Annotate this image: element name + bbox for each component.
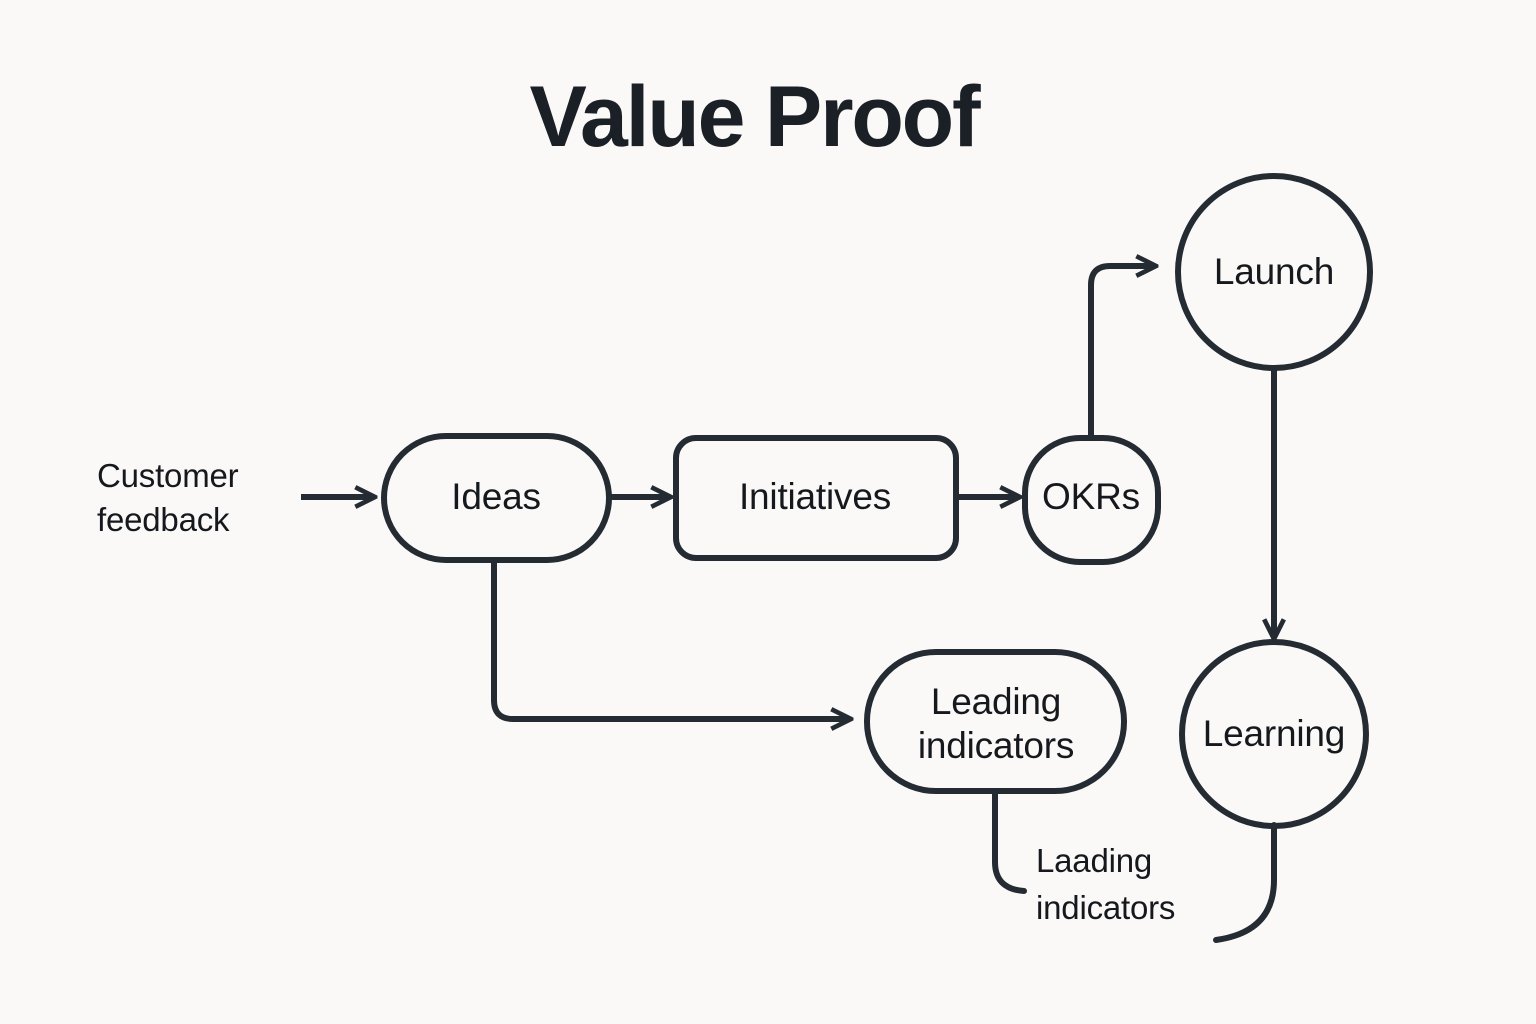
label-customer-feedback-line1: Customer — [97, 457, 239, 494]
label-lagging-indicators-line1: Laading — [1036, 842, 1152, 879]
node-label-learning: Learning — [1203, 713, 1345, 754]
node-learning[interactable] — [1179, 639, 1369, 829]
node-okrs[interactable] — [1022, 435, 1161, 565]
edge-okrs-to-launch — [1088, 266, 1155, 437]
node-initiatives[interactable] — [673, 435, 959, 561]
node-label-initiatives: Initiatives — [739, 476, 891, 517]
page-title: Value Proof — [530, 69, 981, 165]
node-label-leading-indicators-line1: Leading — [931, 681, 1061, 722]
node-ideas[interactable] — [381, 433, 612, 563]
node-label-ideas: Ideas — [451, 476, 541, 517]
label-customer-feedback-line2: feedback — [97, 501, 230, 538]
label-lagging-indicators-line2: indicators — [1036, 889, 1175, 926]
node-label-okrs: OKRs — [1042, 476, 1140, 517]
edge-ideas-to-leading-indicators — [491, 560, 850, 719]
node-label-leading-indicators-line2: indicators — [918, 725, 1074, 766]
edge-learning-tail — [1213, 822, 1277, 943]
node-launch[interactable] — [1175, 173, 1373, 371]
node-label-launch: Launch — [1214, 251, 1334, 292]
edge-leading-indicators-tail — [992, 788, 1027, 894]
node-leading-indicators[interactable] — [864, 649, 1127, 794]
